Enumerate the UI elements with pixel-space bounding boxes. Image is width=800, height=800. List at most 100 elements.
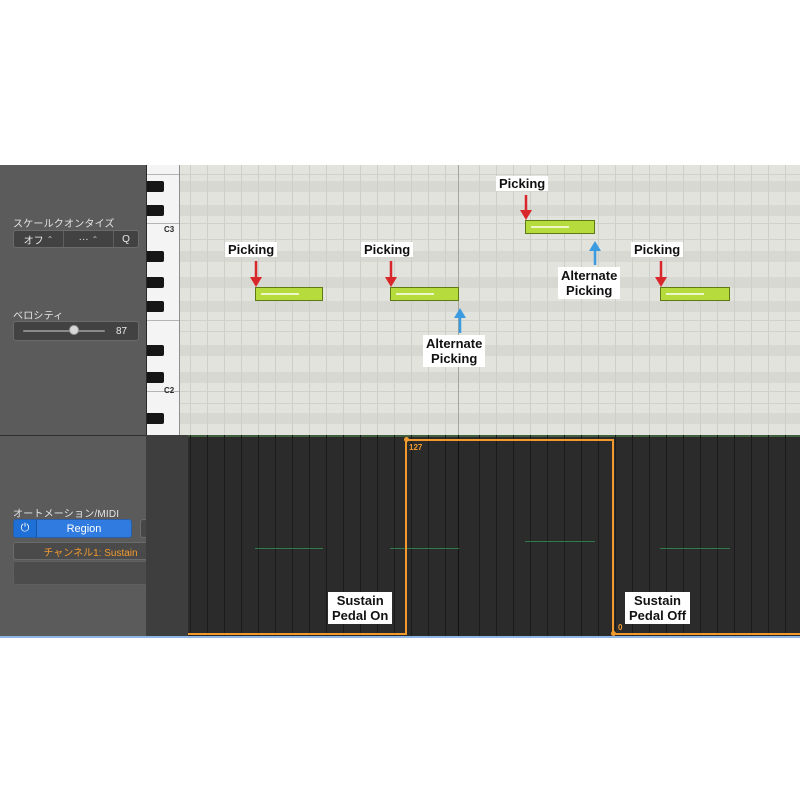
black-key[interactable] — [147, 301, 164, 312]
grid-vline — [479, 165, 480, 435]
grid-vline — [649, 165, 650, 435]
alternate-picking-label: Alternate Picking — [423, 335, 486, 367]
note-highlight — [261, 293, 299, 295]
black-key[interactable] — [147, 372, 164, 383]
lane-grid-line — [700, 435, 701, 637]
scale-quantize-value: オフ — [23, 235, 44, 247]
chevron-updown-icon: ⌃ — [91, 234, 99, 244]
lane-grid-line — [564, 435, 565, 637]
lane-grid-line — [207, 435, 208, 637]
sustain-off-line1: Sustain — [634, 593, 682, 608]
slider-knob[interactable] — [68, 325, 79, 335]
grid-vline — [581, 165, 582, 435]
midi-note[interactable] — [255, 287, 323, 301]
lane-grid-line — [445, 435, 446, 637]
black-key-row — [180, 301, 800, 312]
sustain-off-line2: Pedal Off — [629, 608, 687, 623]
grid-hline — [180, 223, 800, 224]
black-key[interactable] — [147, 413, 164, 424]
midi-note[interactable] — [390, 287, 459, 301]
sustain-on-line2: Pedal On — [332, 608, 389, 623]
automation-segment — [405, 439, 614, 441]
black-key-row — [180, 413, 800, 424]
power-icon[interactable]: ⏻ — [14, 520, 37, 537]
lane-grid-line — [479, 435, 480, 637]
automation-parameter-select[interactable]: チャンネル1: Sustain ⌃ — [13, 542, 168, 560]
q-button-label: Q — [122, 233, 130, 245]
black-key[interactable] — [147, 277, 164, 288]
lane-grid-line — [547, 435, 548, 637]
lane-grid-line — [360, 435, 361, 637]
midi-note[interactable] — [660, 287, 730, 301]
automation-value-top: 127 — [409, 443, 423, 452]
alternate-picking-line2: Picking — [431, 351, 478, 366]
grid-vline — [360, 165, 361, 435]
chevron-updown-icon: ⌃ — [46, 234, 54, 244]
automation-lane[interactable]: 127 0 — [188, 435, 800, 637]
automation-point[interactable] — [404, 437, 409, 442]
lane-grid-line — [785, 435, 786, 637]
automation-parameter-panel — [13, 561, 168, 585]
lane-grid-line — [649, 435, 650, 637]
velocity-value: 87 — [116, 325, 128, 337]
lane-grid-line — [309, 435, 310, 637]
lane-grid-line — [224, 435, 225, 637]
grid-vline — [615, 165, 616, 435]
grid-hline — [180, 174, 800, 175]
octave-label-c2: C2 — [164, 386, 175, 395]
picking-label: Picking — [496, 176, 549, 191]
piano-roll-grid[interactable] — [180, 165, 800, 435]
lane-grid-line — [292, 435, 293, 637]
alternate-picking-line1: Alternate — [561, 268, 618, 283]
region-button[interactable]: Region — [37, 520, 131, 537]
black-key[interactable] — [147, 345, 164, 356]
velocity-slider[interactable] — [14, 321, 114, 341]
black-key-row — [180, 251, 800, 262]
lane-grid-line — [377, 435, 378, 637]
grid-hline — [180, 391, 800, 392]
lane-grid-line — [258, 435, 259, 637]
black-key[interactable] — [147, 181, 164, 192]
lane-grid-line — [411, 435, 412, 637]
automation-segment — [188, 633, 407, 635]
alternate-picking-label: Alternate Picking — [558, 267, 621, 299]
scale-type-select[interactable]: ··· ⌃ — [64, 231, 114, 247]
grid-vline — [768, 165, 769, 435]
lane-bar-line — [458, 435, 459, 637]
picking-label: Picking — [361, 242, 414, 257]
midi-note[interactable] — [525, 220, 595, 234]
lane-grid-line — [394, 435, 395, 637]
black-key-row — [180, 345, 800, 356]
scale-quantize-select[interactable]: オフ ⌃ — [14, 231, 64, 247]
piano-keyboard[interactable]: C3 C2 — [146, 165, 180, 435]
inspector-divider — [0, 435, 146, 436]
scale-quantize-control: オフ ⌃ ··· ⌃ Q — [13, 230, 139, 248]
lane-header-spacer — [146, 435, 188, 637]
quantize-q-button[interactable]: Q — [114, 231, 138, 247]
lane-grid-line — [683, 435, 684, 637]
ghost-note-marker — [255, 548, 323, 549]
lane-grid-line — [581, 435, 582, 637]
grid-vline — [530, 165, 531, 435]
picking-label: Picking — [631, 242, 684, 257]
logic-editor-window: スケールクオンタイズ オフ ⌃ ··· ⌃ Q ベロシティ 87 オートメーショ… — [0, 165, 800, 637]
grid-vline — [632, 165, 633, 435]
automation-segment — [612, 633, 800, 635]
lane-grid-line — [513, 435, 514, 637]
velocity-label: ベロシティ — [13, 311, 64, 322]
lane-grid-line — [326, 435, 327, 637]
grid-vline — [224, 165, 225, 435]
black-key-row — [180, 277, 800, 288]
automation-point[interactable] — [611, 631, 616, 636]
black-key-row — [180, 181, 800, 192]
lane-grid-line — [496, 435, 497, 637]
lane-grid-line — [428, 435, 429, 637]
black-key[interactable] — [147, 251, 164, 262]
grid-vline — [785, 165, 786, 435]
lane-grid-line — [598, 435, 599, 637]
white-key-divider — [147, 320, 179, 321]
black-key[interactable] — [147, 205, 164, 216]
black-key-row — [180, 372, 800, 383]
lane-grid-line — [632, 435, 633, 637]
note-highlight — [396, 293, 434, 295]
